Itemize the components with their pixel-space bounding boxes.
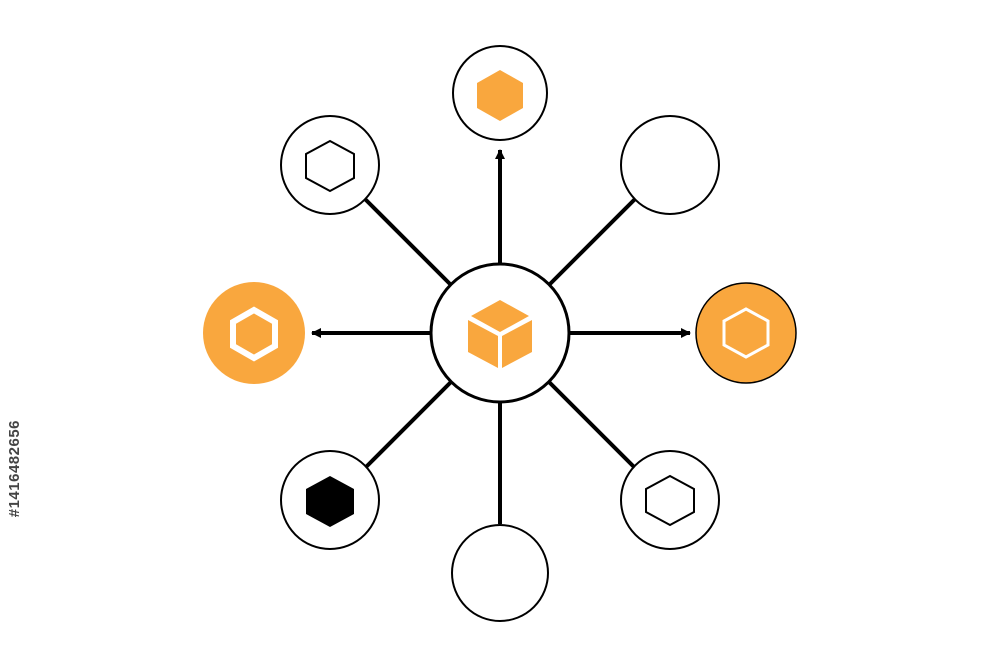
hub-node <box>429 262 571 404</box>
hexagon-black-filled-icon <box>306 476 354 527</box>
hexagon-orange-filled-icon <box>477 70 523 121</box>
node-top <box>452 45 548 141</box>
hexagon-outline-icon <box>305 139 355 193</box>
node-right <box>695 282 797 384</box>
connectors <box>311 149 691 524</box>
watermark-id: #1416482656 <box>6 420 23 518</box>
node-bottom <box>451 524 549 622</box>
connector-bottom-left <box>363 380 453 470</box>
node-left <box>203 282 305 384</box>
hexagon-outline-icon <box>645 474 695 527</box>
cube-icon <box>468 300 532 368</box>
hexagon-white-outline-icon <box>722 307 770 359</box>
hexagon-white-thick-icon <box>230 306 278 362</box>
node-top-left <box>280 115 380 215</box>
node-bottom-left <box>280 450 380 550</box>
connector-top-left <box>363 197 453 287</box>
node-top-right <box>620 115 720 215</box>
node-bottom-right <box>620 450 720 550</box>
connector-top-right <box>547 197 637 287</box>
connector-bottom-right <box>547 380 637 470</box>
